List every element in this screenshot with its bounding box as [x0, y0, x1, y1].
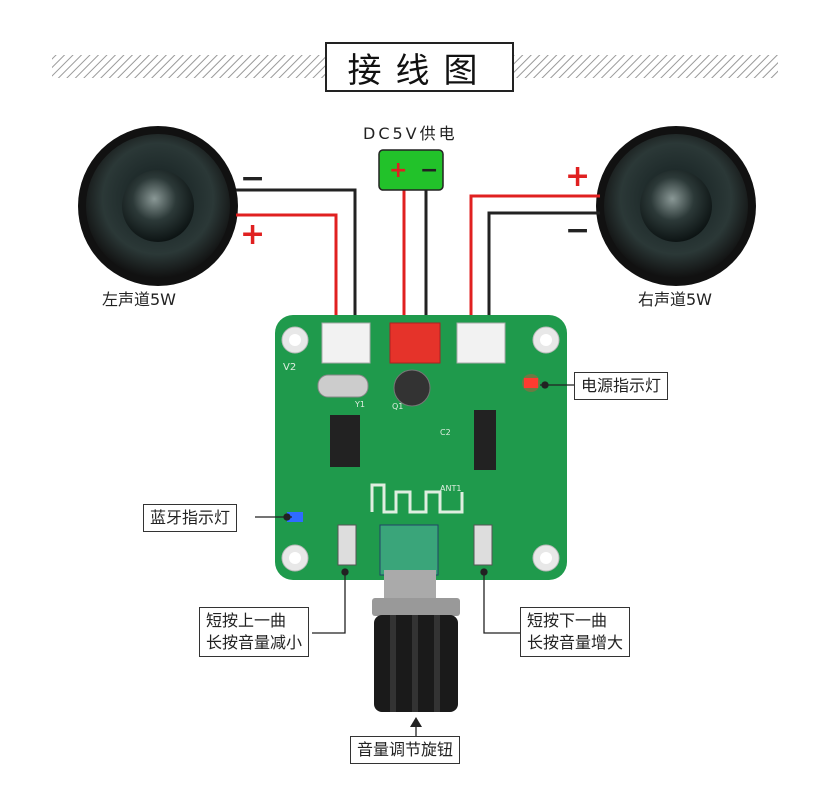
prev-long-press: 长按音量减小 [206, 633, 303, 652]
left-speaker-label: 左声道5W [102, 290, 177, 309]
right-plus: + [565, 159, 591, 194]
pcb-capacitor-label: C2 [440, 428, 451, 437]
chip-left [330, 415, 360, 467]
hatch-right [512, 55, 778, 78]
knob-callout: 音量调节旋钮 [350, 736, 461, 764]
potentiometer [379, 524, 439, 576]
pcb-board [275, 315, 567, 580]
pcb-antenna-label: ANT1 [440, 484, 462, 493]
power-minus: − [420, 158, 439, 183]
knob-arrow-icon [410, 717, 422, 727]
right-speaker [596, 126, 756, 286]
power-connector [389, 322, 441, 364]
next-short-press: 短按下一曲 [527, 611, 608, 630]
left-plus: + [240, 217, 266, 252]
power-led-callout: 电源指示灯 [574, 372, 669, 400]
next-button[interactable] [473, 524, 493, 566]
pcb-transistor-label: Q1 [392, 402, 404, 411]
power-block [378, 149, 444, 191]
prev-button[interactable] [337, 524, 357, 566]
power-led [524, 378, 538, 388]
next-long-press: 长按音量增大 [527, 633, 624, 652]
prev-button-callout: 短按上一曲 长按音量减小 [199, 607, 310, 657]
bluetooth-led-callout: 蓝牙指示灯 [143, 504, 238, 532]
electrolytic-capacitor [393, 369, 431, 407]
crystal [317, 374, 369, 398]
power-label: DC5V供电 [363, 124, 458, 143]
right-speaker-connector [456, 322, 506, 364]
left-speaker [78, 126, 238, 286]
right-speaker-label: 右声道5W [638, 290, 713, 309]
left-minus: − [240, 161, 266, 196]
volume-knob[interactable] [372, 570, 460, 712]
power-plus: + [389, 158, 408, 183]
next-button-callout: 短按下一曲 长按音量增大 [520, 607, 631, 657]
page-title: 接线图 [325, 42, 514, 92]
bluetooth-led [287, 512, 303, 522]
pcb-crystal-label: Y1 [355, 400, 365, 409]
left-speaker-connector [321, 322, 371, 364]
right-minus: − [565, 213, 591, 248]
chip-right [474, 410, 496, 470]
callout-lines [255, 381, 574, 736]
wires [236, 188, 600, 340]
hatch-left [52, 55, 325, 78]
pcb-version: V2 [283, 362, 297, 373]
prev-short-press: 短按上一曲 [206, 611, 287, 630]
antenna-trace [370, 483, 464, 514]
